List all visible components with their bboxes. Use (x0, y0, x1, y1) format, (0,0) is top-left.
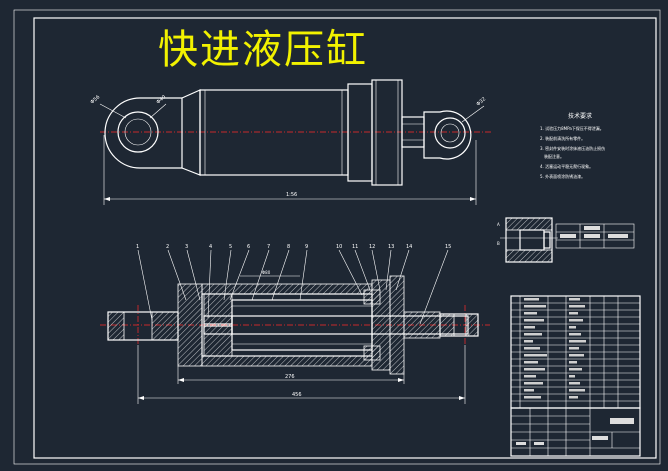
seal-detail: A B (497, 217, 635, 263)
svg-text:11: 11 (352, 244, 358, 250)
svg-text:5: 5 (229, 244, 232, 250)
exterior-view: Φ56 Φ40 Φ32 1:56 (89, 79, 492, 205)
technical-requirements: 技术要求 1. 试验压力8MPa下保压不得泄漏。 2. 装配前清洗所有零件。 3… (540, 112, 605, 179)
svg-text:15: 15 (445, 244, 451, 250)
svg-text:4: 4 (209, 244, 212, 250)
title-block (510, 407, 641, 457)
inner-frame (33, 17, 657, 459)
svg-text:5. 外表面喷涂防锈油漆。: 5. 外表面喷涂防锈油漆。 (540, 173, 585, 179)
svg-text:276: 276 (285, 374, 295, 380)
svg-text:2: 2 (166, 244, 169, 250)
svg-text:456: 456 (292, 392, 302, 398)
svg-text:1. 试验压力8MPa下保压不得泄漏。: 1. 试验压力8MPa下保压不得泄漏。 (540, 125, 604, 131)
svg-text:3: 3 (185, 244, 188, 250)
svg-text:2. 装配前清洗所有零件。: 2. 装配前清洗所有零件。 (540, 135, 585, 141)
svg-text:14: 14 (406, 244, 412, 250)
svg-text:1:56: 1:56 (286, 192, 297, 198)
parts-list (510, 295, 641, 409)
svg-text:1: 1 (136, 244, 139, 250)
outer-frame (13, 9, 661, 465)
svg-text:Φ32: Φ32 (475, 96, 487, 107)
svg-text:技术要求: 技术要求 (568, 112, 592, 120)
drawing-title: 快进液压缸 (158, 27, 368, 73)
svg-text:9: 9 (305, 244, 308, 250)
svg-text:A: A (497, 222, 500, 227)
svg-text:Φ56: Φ56 (89, 94, 101, 105)
svg-text:6: 6 (247, 244, 250, 250)
svg-text:12: 12 (369, 244, 375, 250)
svg-text:B: B (497, 241, 500, 246)
svg-text:装配注意。: 装配注意。 (544, 153, 564, 159)
svg-text:7: 7 (267, 244, 270, 250)
svg-text:Φ80: Φ80 (262, 270, 271, 275)
svg-text:8: 8 (287, 244, 290, 250)
svg-text:10: 10 (336, 244, 342, 250)
svg-text:13: 13 (388, 244, 394, 250)
svg-text:3. 密封件安装时涂抹液压油防止损伤: 3. 密封件安装时涂抹液压油防止损伤 (540, 145, 605, 151)
svg-text:4. 活塞运动平稳无爬行现象。: 4. 活塞运动平稳无爬行现象。 (540, 163, 593, 169)
svg-text:Φ40: Φ40 (155, 94, 167, 105)
